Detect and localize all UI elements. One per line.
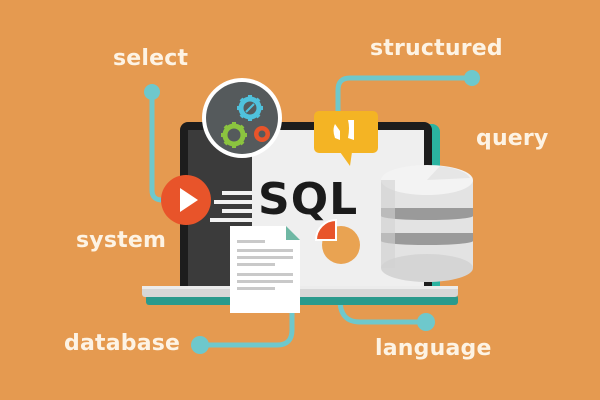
label-language: language <box>375 336 492 361</box>
label-structured: structured <box>370 36 503 61</box>
label-database: database <box>64 331 181 356</box>
play-icon <box>161 175 211 225</box>
document-icon <box>230 226 300 313</box>
label-system: system <box>76 228 167 253</box>
database-cylinder-icon <box>381 165 473 282</box>
pie-chart-icon <box>314 218 360 264</box>
menu-lines <box>210 191 252 222</box>
sql-title: SQL <box>258 174 359 225</box>
connector-dots <box>144 70 480 354</box>
gears-icon <box>202 78 282 158</box>
label-select: select <box>113 46 189 71</box>
speech-bubble-icon <box>314 111 378 166</box>
label-query: query <box>476 126 549 151</box>
